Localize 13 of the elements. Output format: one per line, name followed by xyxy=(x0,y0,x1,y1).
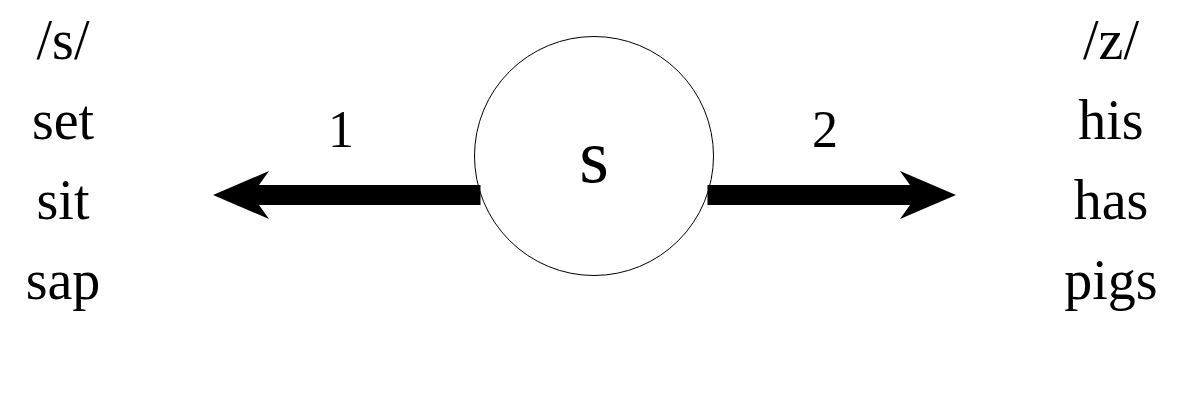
letter: s xyxy=(579,118,609,194)
arrow xyxy=(213,171,481,219)
word: has xyxy=(1073,168,1149,233)
phoneme-label: /z/ xyxy=(1083,8,1139,73)
word: sit xyxy=(36,168,90,233)
edge-label: 1 xyxy=(328,104,354,156)
edge-label: 2 xyxy=(812,104,838,156)
phoneme-label: /s/ xyxy=(36,8,90,73)
word: set xyxy=(31,88,95,153)
word: sap xyxy=(25,248,101,313)
arrow xyxy=(707,171,956,219)
word: pigs xyxy=(1064,248,1158,313)
word: his xyxy=(1078,88,1144,153)
